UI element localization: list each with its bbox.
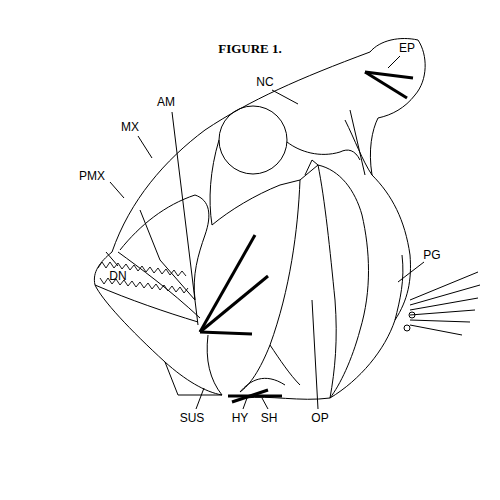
suspensorium-and-opercle	[212, 110, 372, 398]
bone-label: SH	[261, 412, 278, 424]
skull-outline	[112, 39, 425, 400]
bone-label: DN	[109, 270, 126, 282]
bone-label: SUS	[180, 412, 205, 424]
bone-label: AM	[157, 96, 175, 108]
bone-label: EP	[399, 42, 415, 54]
teeth	[98, 262, 188, 293]
eye-orbit	[219, 106, 287, 174]
bone-label: PMX	[79, 170, 105, 182]
figure-title: FIGURE 1.	[218, 42, 282, 55]
jaw-bones	[94, 195, 222, 395]
pectoral-girdle-and-fin	[395, 255, 480, 335]
bone-label: MX	[121, 121, 139, 133]
leader-lines	[106, 56, 424, 409]
bone-label: HY	[232, 412, 249, 424]
muscle-lines	[200, 72, 413, 402]
bone-label: PG	[423, 249, 440, 261]
bone-label: OP	[311, 412, 328, 424]
bone-label: NC	[256, 76, 273, 88]
